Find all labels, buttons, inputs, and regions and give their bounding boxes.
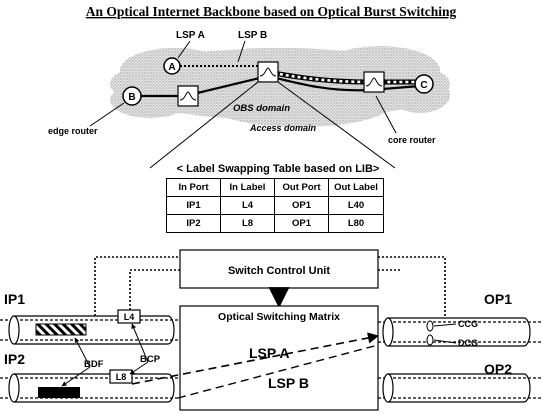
op2-label: OP2 xyxy=(484,361,512,377)
optical-switching-matrix xyxy=(179,305,379,411)
obs-domain-label: OBS domain xyxy=(233,103,290,114)
column-header: In Label xyxy=(220,178,275,197)
router-b: B xyxy=(122,86,142,106)
lsp-a-arrow xyxy=(131,332,380,385)
table-caption: < Label Swapping Table based on LIB> xyxy=(177,163,380,175)
ip1-label: IP1 xyxy=(4,291,25,307)
table-row: IP2 L8 OP1 L80 xyxy=(166,214,384,233)
core-router-left xyxy=(177,85,199,107)
op1-label: OP1 xyxy=(484,291,512,307)
column-header: In Port xyxy=(166,178,221,197)
svg-text:B: B xyxy=(128,92,135,103)
table-cell: L40 xyxy=(328,196,384,215)
network-cloud xyxy=(110,46,450,127)
table-cell: OP1 xyxy=(274,196,329,215)
column-header: Out Label xyxy=(328,178,384,197)
ccg-label: CCG xyxy=(458,319,478,329)
router-a: A xyxy=(163,57,181,75)
table-row: IP1 L4 OP1 L40 xyxy=(166,196,384,215)
table-cell: L4 xyxy=(220,196,275,215)
table-header-row: In Port In Label Out Port Out Label xyxy=(166,178,384,197)
lsp-a-bottom-label: LSP A xyxy=(249,345,289,361)
table-cell: IP2 xyxy=(166,214,221,233)
optical-switching-matrix-label: Optical Switching Matrix xyxy=(218,311,340,323)
control-lines xyxy=(94,256,446,316)
bdf-label: BDF xyxy=(84,359,104,370)
lsp-a-label: LSP A xyxy=(176,30,205,41)
column-header: Out Port xyxy=(274,178,329,197)
label-box-l4 xyxy=(117,309,141,324)
core-router-right xyxy=(363,71,385,93)
core-router-center xyxy=(257,61,279,83)
lsp-b-bottom-label: LSP B xyxy=(268,375,309,391)
table-cell: OP1 xyxy=(274,214,329,233)
output-fiber-op1 xyxy=(378,317,542,347)
switch-control-unit-label: Switch Control Unit xyxy=(228,265,330,277)
lsp-b-label: LSP B xyxy=(238,30,267,41)
input-fiber-ip2 xyxy=(0,373,180,403)
ip2-label: IP2 xyxy=(4,351,25,367)
table-cell: L80 xyxy=(328,214,384,233)
core-router-label: core router xyxy=(388,135,436,145)
table-cell: L8 xyxy=(220,214,275,233)
dcg-label: DCG xyxy=(458,338,478,348)
svg-text:C: C xyxy=(420,80,427,91)
svg-text:A: A xyxy=(168,62,175,73)
svg-text:L8: L8 xyxy=(116,372,127,382)
edge-router-label: edge router xyxy=(48,126,98,136)
label-box-l8 xyxy=(109,369,133,384)
table-cell: IP1 xyxy=(166,196,221,215)
access-domain-label: Access domain xyxy=(249,123,317,133)
diagram-title: An Optical Internet Backbone based on Op… xyxy=(86,4,457,19)
output-fiber-op2 xyxy=(378,373,542,403)
router-c: C xyxy=(414,74,434,94)
bcp-label: BCP xyxy=(140,354,161,365)
label-swapping-table: In Port In Label Out Port Out Label IP1 … xyxy=(166,178,384,233)
switch-control-unit xyxy=(179,249,379,289)
input-fiber-ip1 xyxy=(0,315,180,345)
svg-text:L4: L4 xyxy=(124,312,135,322)
lsp-b-arrow xyxy=(177,344,379,399)
